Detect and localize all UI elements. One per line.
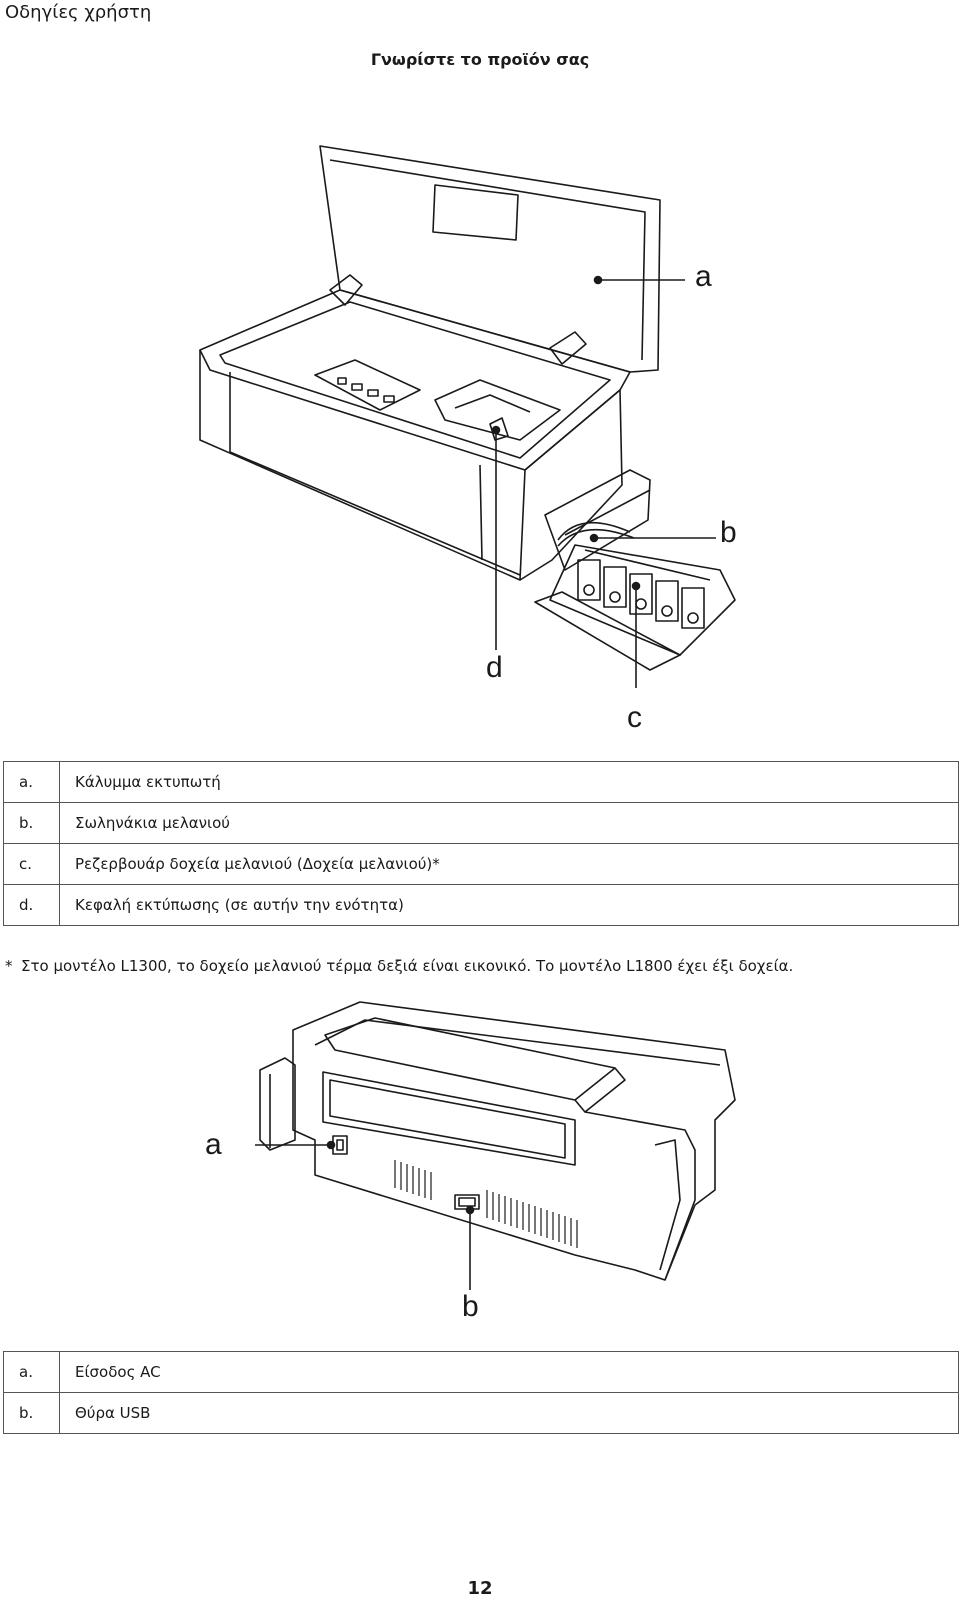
legend-text: Κεφαλή εκτύπωσης (σε αυτήν την ενότητα) [59, 884, 959, 926]
callout-c-front: c [627, 701, 642, 734]
parts-legend-rear: a. Είσοδος AC b. Θύρα USB [3, 1351, 959, 1434]
callout-d-front: d [486, 651, 503, 684]
legend-text: Θύρα USB [59, 1392, 959, 1434]
printer-front-illustration [190, 140, 750, 740]
footnote-text: Στο μοντέλο L1300, το δοχείο μελανιού τέ… [21, 957, 794, 975]
legend-text: Ρεζερβουάρ δοχεία μελανιού (Δοχεία μελαν… [59, 843, 959, 885]
legend-key: d. [3, 884, 60, 926]
parts-legend-front: a. Κάλυμμα εκτυπωτή b. Σωληνάκια μελανιο… [3, 761, 959, 926]
table-row: a. Είσοδος AC [3, 1351, 959, 1393]
callout-a-rear: a [205, 1128, 222, 1161]
legend-key: c. [3, 843, 60, 885]
callout-b-front: b [720, 516, 737, 549]
legend-text: Κάλυμμα εκτυπωτή [59, 761, 959, 803]
footnote-mark: * [5, 957, 13, 975]
document-header: Οδηγίες χρήστη [5, 2, 152, 23]
callout-a-front: a [695, 260, 712, 293]
table-row: b. Θύρα USB [3, 1392, 959, 1434]
section-title: Γνωρίστε το προϊόν σας [370, 50, 590, 69]
page-number: 12 [467, 1578, 493, 1599]
table-row: c. Ρεζερβουάρ δοχεία μελανιού (Δοχεία με… [3, 843, 959, 885]
table-row: d. Κεφαλή εκτύπωσης (σε αυτήν την ενότητ… [3, 884, 959, 926]
legend-key: b. [3, 1392, 60, 1434]
legend-text: Σωληνάκια μελανιού [59, 802, 959, 844]
legend-text: Είσοδος AC [59, 1351, 959, 1393]
table-row: a. Κάλυμμα εκτυπωτή [3, 761, 959, 803]
table-row: b. Σωληνάκια μελανιού [3, 802, 959, 844]
printer-rear-illustration [255, 990, 745, 1290]
footnote: * Στο μοντέλο L1300, το δοχείο μελανιού τ… [5, 957, 793, 975]
legend-key: a. [3, 1351, 60, 1393]
callout-b-rear: b [462, 1290, 479, 1323]
legend-key: b. [3, 802, 60, 844]
legend-key: a. [3, 761, 60, 803]
